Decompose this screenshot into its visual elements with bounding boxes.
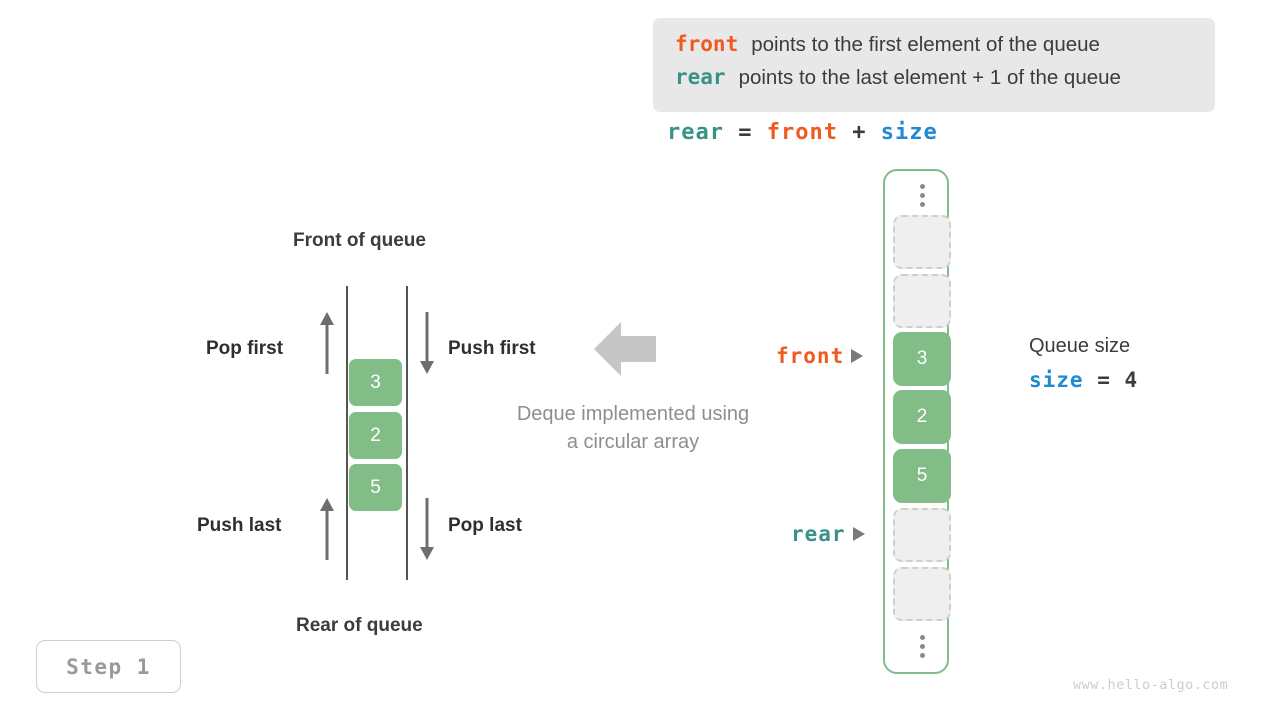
pointer-front: front bbox=[776, 344, 864, 368]
deque-cell: 3 bbox=[349, 359, 402, 406]
step-badge: Step 1 bbox=[36, 640, 181, 693]
pointer-rear-label: rear bbox=[791, 522, 846, 546]
queue-size-title: Queue size bbox=[1029, 335, 1131, 357]
legend-key-rear: rear bbox=[675, 65, 726, 89]
circular-array-container: 3 2 5 bbox=[883, 169, 951, 674]
queue-size-expression: size = 4 bbox=[1029, 368, 1138, 392]
deque-cell: 2 bbox=[349, 412, 402, 459]
deque-title-front-of-queue: Front of queue bbox=[293, 230, 426, 251]
formula-token-plus: + bbox=[852, 120, 867, 145]
diagram-caption: Deque implemented using a circular array bbox=[492, 400, 774, 456]
formula-token-size: size bbox=[880, 120, 938, 145]
legend-row-front: front points to the first element of the… bbox=[675, 32, 1195, 65]
arrow-down-pop-last-icon bbox=[420, 498, 434, 560]
deque-cell: 5 bbox=[349, 464, 402, 511]
formula-token-equals: = bbox=[738, 120, 753, 145]
formula-token-rear: rear bbox=[667, 120, 724, 145]
deque-rail-right bbox=[406, 286, 408, 580]
array-slot-empty bbox=[893, 215, 951, 269]
array-slot-filled: 3 bbox=[893, 332, 951, 386]
label-push-last: Push last bbox=[197, 515, 282, 536]
queue-size-block: Queue size size = 4 bbox=[1029, 335, 1138, 392]
caption-line-2: a circular array bbox=[566, 431, 700, 453]
arrow-up-push-last-icon bbox=[320, 498, 334, 560]
label-pop-first: Pop first bbox=[206, 338, 284, 359]
watermark: www.hello-algo.com bbox=[1073, 677, 1229, 693]
caption-line-1: Deque implemented using bbox=[516, 403, 750, 425]
queue-size-equals: = bbox=[1083, 368, 1125, 392]
deque-title-rear-of-queue: Rear of queue bbox=[296, 615, 423, 636]
array-slot-filled: 5 bbox=[893, 449, 951, 503]
legend-row-rear: rear points to the last element + 1 of t… bbox=[675, 65, 1195, 98]
formula-rear-equals-front-plus-size: rear = front + size bbox=[667, 120, 938, 145]
legend-key-front: front bbox=[675, 32, 739, 56]
deque-rail-left bbox=[346, 286, 348, 580]
array-slot-empty bbox=[893, 508, 951, 562]
queue-size-key: size bbox=[1029, 368, 1084, 392]
arrow-left-mapping-icon bbox=[594, 322, 656, 376]
arrow-up-pop-first-icon bbox=[320, 312, 334, 374]
label-pop-last: Pop last bbox=[448, 515, 522, 536]
pointer-rear: rear bbox=[791, 522, 865, 546]
array-slot-filled: 2 bbox=[893, 390, 951, 444]
array-slot-empty bbox=[893, 567, 951, 621]
pointer-arrow-right-icon bbox=[852, 527, 865, 541]
ellipsis-bottom-icon bbox=[893, 626, 951, 666]
arrow-down-push-first-icon bbox=[420, 312, 434, 374]
ellipsis-top-icon bbox=[893, 175, 951, 215]
array-slot-empty bbox=[893, 274, 951, 328]
formula-token-front: front bbox=[766, 120, 838, 145]
legend-text-front: points to the first element of the queue bbox=[751, 33, 1100, 56]
pointer-arrow-right-icon bbox=[851, 349, 864, 363]
pointer-front-label: front bbox=[776, 344, 845, 368]
queue-size-value: 4 bbox=[1124, 368, 1139, 392]
legend-box: front points to the first element of the… bbox=[653, 18, 1215, 112]
legend-text-rear: points to the last element + 1 of the qu… bbox=[738, 66, 1121, 89]
label-push-first: Push first bbox=[448, 338, 536, 359]
